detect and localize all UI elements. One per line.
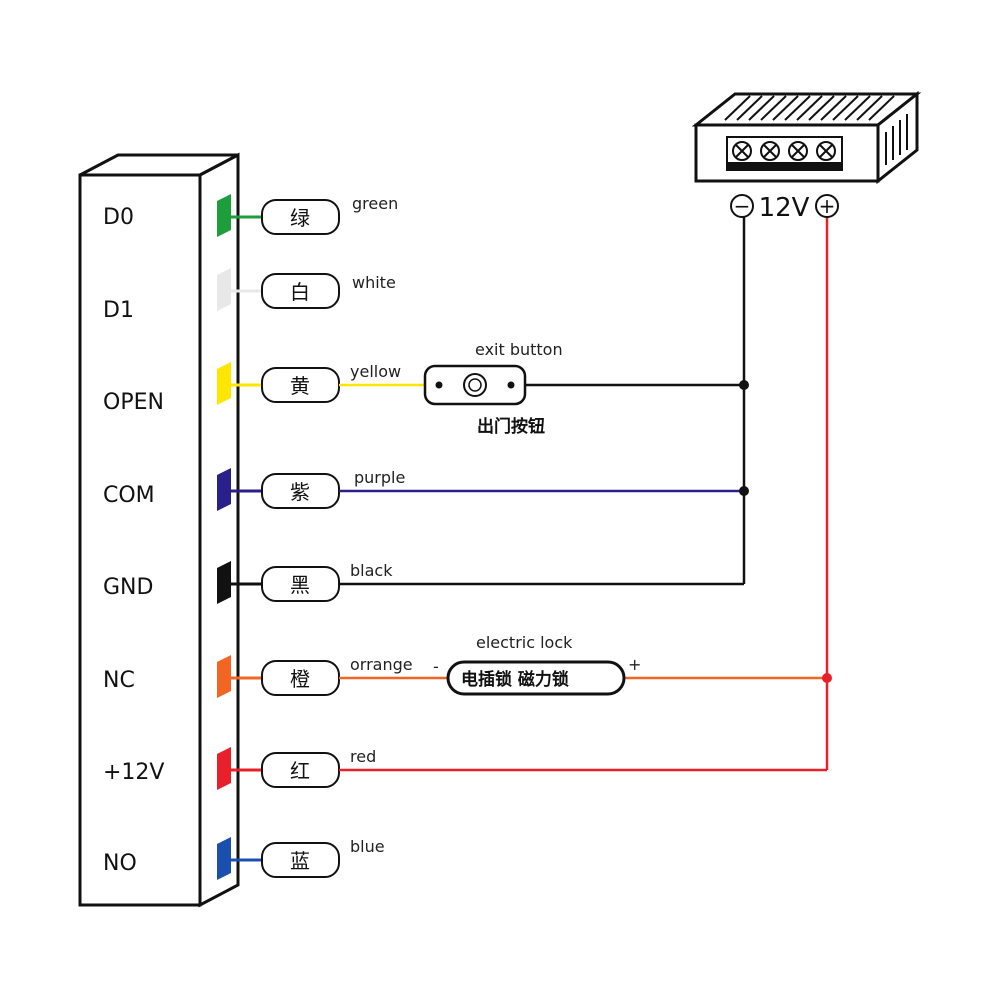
- pin-row-no: NO 蓝 blue: [103, 837, 385, 880]
- color-bubble: [261, 273, 340, 309]
- pin-row-12v: +12V 红 red: [103, 747, 376, 790]
- wire-tab: [217, 362, 231, 405]
- pin-label: NO: [103, 851, 137, 876]
- pin-label: +12V: [103, 760, 164, 785]
- junction-dot: [739, 380, 749, 390]
- psu-plus-terminal: [815, 194, 839, 218]
- psu-voltage: 12V: [759, 193, 810, 223]
- wire-tab: [217, 468, 231, 511]
- color-en-label: blue: [350, 837, 385, 856]
- pin-row-nc: NC 橙 orrange: [103, 655, 413, 698]
- pin-row-open: OPEN 黄 yellow: [103, 362, 401, 415]
- controller-unit: [78, 152, 240, 908]
- exit-button-cn: 出门按钮: [477, 416, 545, 437]
- lock-minus: -: [433, 657, 439, 676]
- psu-minus-terminal: [730, 194, 754, 218]
- pin-row-com: COM 紫 purple: [103, 468, 405, 511]
- wire-tab: [217, 194, 231, 237]
- color-en-label: white: [352, 273, 396, 292]
- electric-lock-label: electric lock: [476, 633, 573, 652]
- color-cn-label: 红: [290, 759, 310, 783]
- electric-lock: electric lock 电插锁 磁力锁 - +: [433, 633, 641, 696]
- wire-tab: [217, 837, 231, 880]
- pin-label: D0: [103, 205, 134, 230]
- color-en-label: purple: [354, 468, 405, 487]
- wire-tab: [217, 561, 231, 604]
- pin-label: OPEN: [103, 390, 164, 415]
- psu-plus-sign: +: [819, 194, 836, 218]
- junction-dot: [739, 486, 749, 496]
- color-cn-label: 紫: [290, 480, 310, 504]
- psu-minus-sign: −: [734, 194, 751, 218]
- power-supply: − 12V +: [691, 90, 922, 223]
- pin-row-gnd: GND 黑 black: [103, 561, 393, 604]
- color-en-label: green: [352, 194, 398, 213]
- color-bubble: [261, 842, 340, 878]
- color-cn-label: 白: [290, 280, 310, 304]
- pin-label: NC: [103, 668, 135, 693]
- wire-tab: [217, 268, 231, 311]
- color-cn-label: 黑: [290, 573, 310, 597]
- color-en-label: red: [350, 747, 376, 766]
- exit-button: exit button 出门按钮: [423, 340, 563, 437]
- color-en-label: black: [350, 561, 393, 580]
- color-cn-label: 橙: [290, 667, 310, 691]
- lock-plus: +: [628, 655, 641, 674]
- color-cn-label: 绿: [290, 206, 310, 230]
- color-bubble: [261, 199, 340, 235]
- pin-label: D1: [103, 298, 134, 323]
- pin-label: GND: [103, 575, 153, 600]
- electric-lock-cn: 电插锁 磁力锁: [461, 669, 569, 690]
- junction-dot: [822, 673, 832, 683]
- pin-row-d0: D0 绿 green: [103, 194, 398, 237]
- color-en-label: yellow: [350, 362, 401, 381]
- color-cn-label: 黄: [290, 374, 310, 398]
- pin-row-d1: D1 白 white: [103, 268, 396, 323]
- exit-button-label: exit button: [475, 340, 563, 359]
- color-en-label: orrange: [350, 655, 413, 674]
- color-cn-label: 蓝: [290, 849, 310, 873]
- wire-tab: [217, 655, 231, 698]
- pin-label: COM: [103, 483, 155, 508]
- wire-tab: [217, 747, 231, 790]
